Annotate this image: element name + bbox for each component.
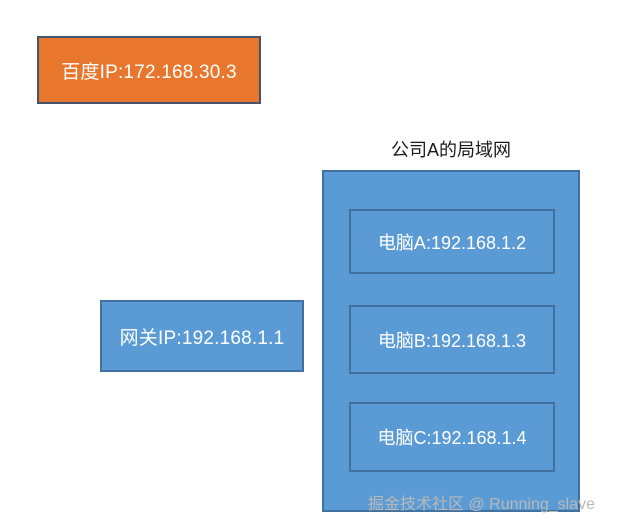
gateway-label: 网关IP:192.168.1.1 — [119, 327, 285, 349]
lan-group-container: 电脑A:192.168.1.2 电脑B:192.168.1.3 电脑C:192.… — [322, 170, 580, 512]
gateway-node: 网关IP:192.168.1.1 — [100, 300, 304, 372]
lan-host-node-b: 电脑B:192.168.1.3 — [349, 305, 555, 374]
lan-group-title: 公司A的局域网 — [390, 140, 511, 160]
lan-host-label-b: 电脑B:192.168.1.3 — [377, 330, 527, 351]
lan-host-node-a: 电脑A:192.168.1.2 — [349, 209, 555, 274]
external-host-node-baidu: 百度IP:172.168.30.3 — [37, 36, 261, 104]
lan-host-label-a: 电脑A:192.168.1.2 — [377, 232, 527, 253]
lan-host-label-c: 电脑C:192.168.1.4 — [377, 428, 527, 448]
lan-host-node-c: 电脑C:192.168.1.4 — [349, 402, 555, 472]
external-host-label: 百度IP:172.168.30.3 — [61, 61, 237, 83]
